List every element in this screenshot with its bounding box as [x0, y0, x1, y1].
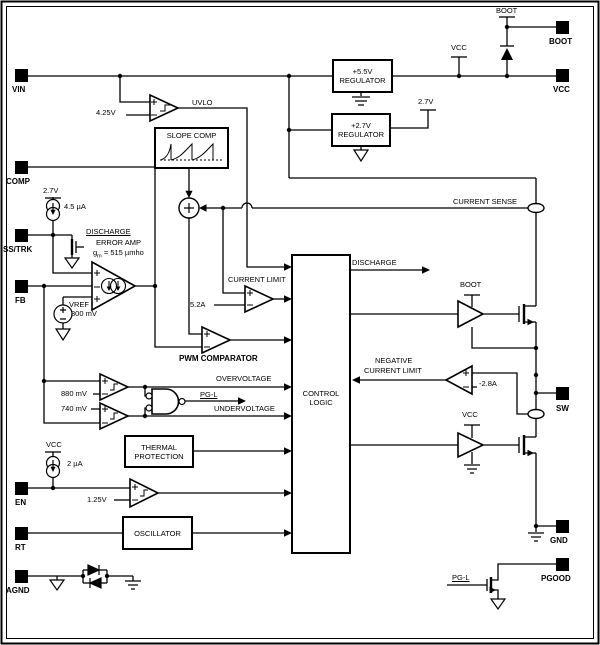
pwm-comparator-triangle [201, 325, 232, 355]
pin-en-label: EN [15, 498, 27, 507]
net-2v7-label: 2.7V [43, 186, 59, 195]
pin-vcc-square [556, 69, 569, 82]
current-sense-top [527, 202, 545, 214]
overvoltage-label: OVERVOLTAGE [216, 374, 272, 383]
vref-label: VREF [69, 300, 90, 309]
neg-current-limit-label-1: NEGATIVE [375, 356, 413, 365]
current-limit-label: CURRENT LIMIT [228, 275, 286, 284]
pgl-signal-label: PG-L [200, 390, 218, 399]
gm-label: gm = 515 µmho [93, 248, 144, 260]
reg27-output-net-label: 2.7V [418, 97, 434, 106]
agnd-diodes [87, 564, 102, 589]
pin-gnd-label: GND [550, 536, 568, 545]
pin-rt-square [15, 527, 28, 540]
uv-threshold-label: 740 mV [61, 404, 87, 413]
undervoltage-label: UNDERVOLTAGE [214, 404, 275, 413]
boot-top-net-label: BOOT [496, 6, 518, 15]
current-sense-label: CURRENT SENSE [453, 197, 518, 206]
summing-junction [178, 197, 200, 219]
boot-diode [501, 48, 513, 60]
regulator-2v7-box [331, 113, 391, 147]
neg-current-limit-label-2: CURRENT LIMIT [364, 366, 422, 375]
pwm-comparator-label: PWM COMPARATOR [179, 354, 258, 363]
pin-pgood-square [556, 558, 569, 571]
discharge-mosfet [70, 239, 77, 255]
pins [15, 21, 569, 583]
slope-comp-waveform [160, 142, 223, 161]
mosfets [70, 239, 536, 593]
error-amp-gm-arrows [106, 286, 121, 291]
en-threshold-label: 1.25V [87, 495, 107, 504]
pin-comp-label: COMP [6, 177, 30, 186]
current-sense-bottom [527, 408, 545, 420]
thermal-protection-box [124, 435, 194, 468]
pin-sstrk-label: SS/TRK [3, 245, 33, 254]
discharge-gate-label: DISCHARGE [86, 227, 131, 236]
slope-comp-box [154, 127, 229, 169]
pin-gnd-square [556, 520, 569, 533]
vref-source [53, 304, 73, 324]
junction-dots [41, 24, 539, 579]
error-amp-triangle [91, 260, 137, 312]
pin-boot-square [556, 21, 569, 34]
vref-value-label: 800 mV [71, 309, 97, 318]
regulator-5v5-box [332, 59, 393, 93]
slope-comp-caption: SLOPE COMP [166, 130, 217, 140]
control-logic-box [291, 254, 351, 554]
current-sense-elements [527, 202, 545, 420]
signal-arrowheads [185, 190, 430, 537]
discharge-output-label: DISCHARGE [352, 258, 397, 267]
pin-en-square [15, 482, 28, 495]
oscillator-box [122, 516, 193, 550]
pin-sw-square [556, 387, 569, 400]
pin-rt-label: RT [15, 543, 26, 552]
en-current-label: 2 µA [67, 459, 83, 468]
pin-comp-square [15, 161, 28, 174]
vcc-driver-net-label: VCC [462, 410, 478, 419]
uvlo-signal-label: UVLO [192, 98, 213, 107]
ground-symbols [48, 96, 544, 611]
comparator-marks [94, 99, 469, 501]
highside-driver-triangle [457, 299, 485, 329]
pin-sw-label: SW [556, 404, 569, 413]
pin-pgood-label: PGOOD [541, 574, 571, 583]
pgl-gate-label: PG-L [452, 573, 470, 582]
neg-current-limit-value-label: -2.8A [479, 379, 497, 388]
pin-vin-square [15, 69, 28, 82]
current-limit-comparator [244, 284, 275, 314]
pin-agnd-square [15, 570, 28, 583]
uvlo-threshold-label: 4.25V [96, 108, 116, 117]
current-limit-value-label: 5.2A [190, 300, 206, 309]
pin-fb-square [15, 280, 28, 293]
function-blocks [122, 59, 393, 554]
pgl-nand-gate [145, 388, 186, 415]
vcc-rail-net-label: VCC [451, 43, 467, 52]
oscillator-caption: OSCILLATOR [134, 528, 181, 538]
current-source-arrows [50, 209, 56, 472]
neg-current-limit-comparator [444, 364, 473, 396]
ov-threshold-label: 880 mV [61, 389, 87, 398]
lowside-driver-triangle [457, 431, 485, 459]
pin-fb-label: FB [15, 296, 26, 305]
uvlo-comparator [149, 93, 180, 123]
pin-vcc-label: VCC [553, 85, 570, 94]
pin-boot-label: BOOT [549, 37, 573, 46]
en-vcc-label: VCC [46, 440, 62, 449]
pin-vin-label: VIN [12, 85, 26, 94]
pin-sstrk-square [15, 229, 28, 242]
error-amp-label: ERROR AMP [96, 238, 142, 247]
wires [28, 16, 556, 599]
boot-driver-net-label: BOOT [460, 280, 482, 289]
pin-agnd-label: AGND [6, 586, 30, 595]
ss-current-label: 4.5 µA [64, 202, 86, 211]
mosfet-source-arrows [489, 318, 534, 594]
